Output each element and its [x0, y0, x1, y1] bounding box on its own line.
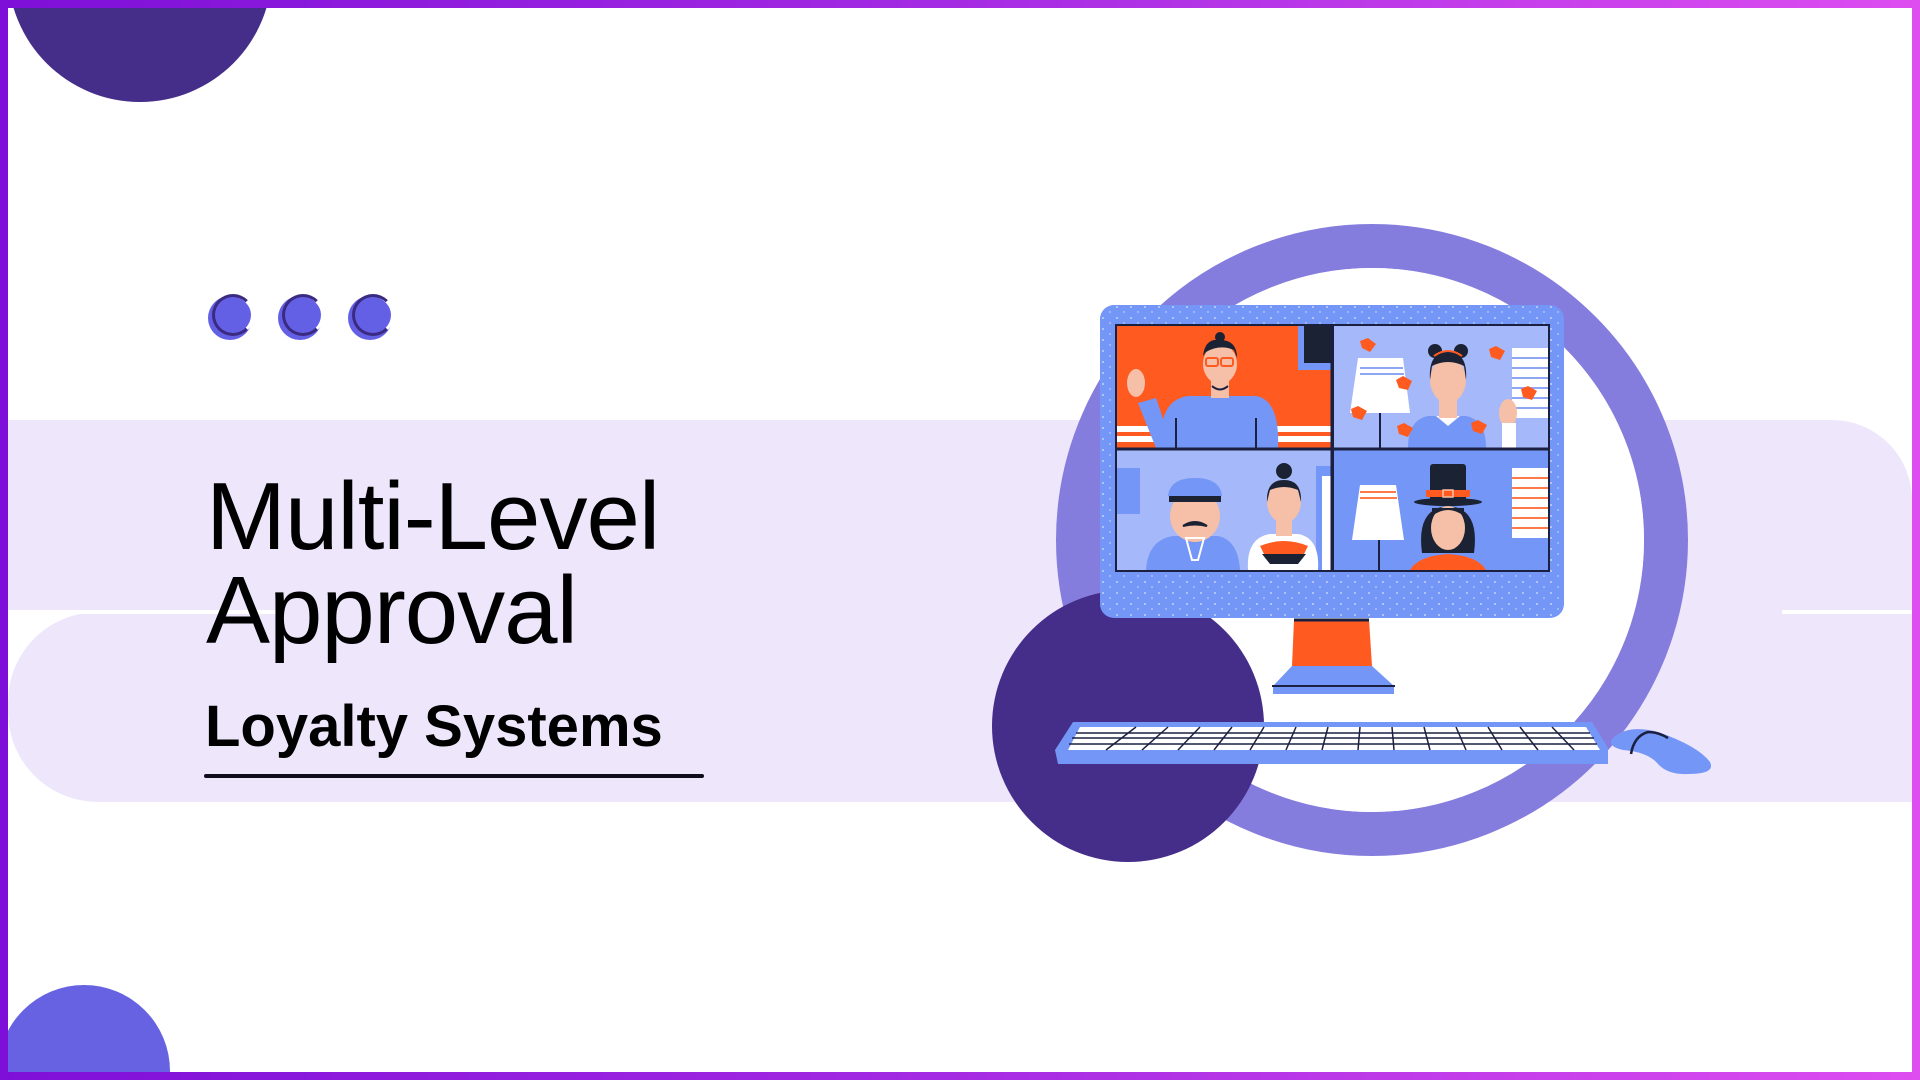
video-panel-3: [1117, 450, 1332, 570]
video-panel-4: [1334, 450, 1548, 570]
title-line-2: Approval: [206, 557, 578, 664]
dot-3: [348, 294, 394, 340]
page-title: Multi-Level Approval: [206, 463, 660, 664]
three-dots-icon: [208, 294, 394, 340]
band-divider-right: [1782, 610, 1912, 614]
dot-1: [208, 294, 254, 340]
keyboard-icon: [1055, 722, 1608, 764]
video-panel-2: [1334, 326, 1548, 448]
subtitle: Loyalty Systems: [205, 694, 663, 759]
title-line-1: Multi-Level: [206, 463, 660, 570]
slide-canvas: Multi-Level Approval Loyalty Systems: [8, 8, 1912, 1072]
video-panel-1: [1117, 326, 1332, 448]
mouse-icon: [1610, 729, 1712, 775]
video-call-monitor-illustration: [992, 224, 1712, 862]
monitor-stand: [1272, 618, 1395, 694]
subtitle-underline: [204, 774, 704, 778]
band-divider-left: [8, 610, 278, 614]
dot-2: [278, 294, 324, 340]
